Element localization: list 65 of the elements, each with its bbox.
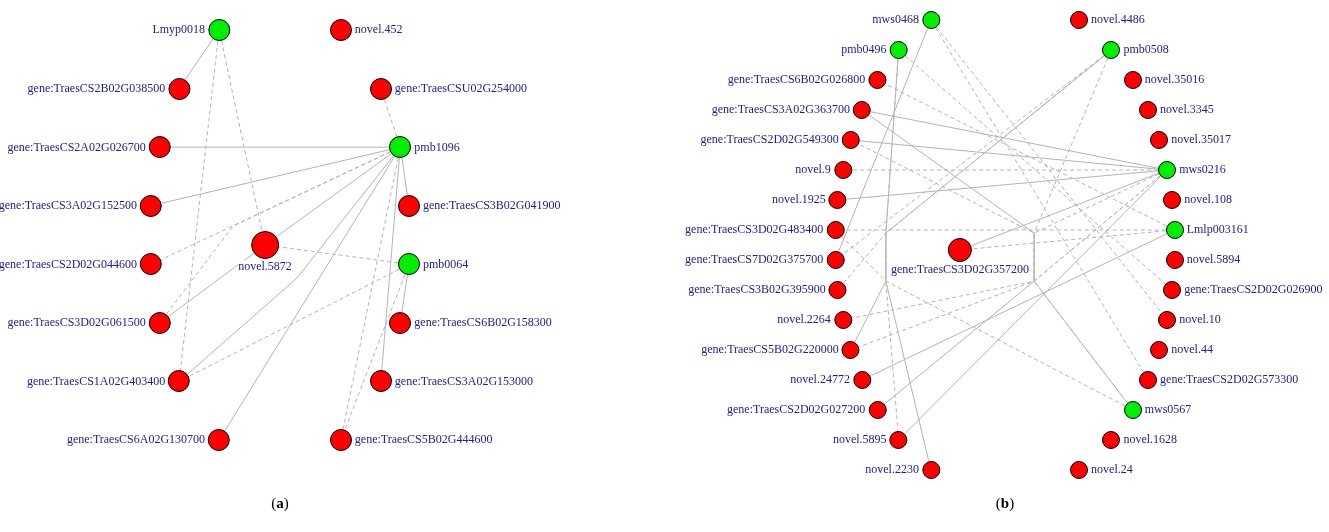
network-edge xyxy=(168,252,255,317)
node-label: gene:TraesCS1A02G403400 xyxy=(26,374,166,388)
node-label: gene:TraesCS3D02G483400 xyxy=(685,223,824,237)
node-label: gene:TraesCS3A02G153000 xyxy=(394,374,534,388)
network-edge xyxy=(851,173,1160,319)
network-edge xyxy=(381,157,400,371)
node-label: gene:TraesCS2D02G026900 xyxy=(1184,283,1323,297)
network-edge xyxy=(838,27,929,253)
node-label: Lmyp0018 xyxy=(152,23,206,37)
node-label: pmb0508 xyxy=(1123,43,1169,57)
network-edge xyxy=(220,40,263,232)
network-edge xyxy=(401,274,408,313)
network-edge xyxy=(186,155,394,375)
network-edge xyxy=(383,98,398,138)
node-label: pmb0064 xyxy=(422,257,469,271)
network-edge xyxy=(224,156,396,432)
network-edge xyxy=(275,153,392,238)
node-label: gene:TraesCSU02G254000 xyxy=(394,81,528,96)
node-label: gene:TraesCS3B02G395900 xyxy=(688,283,826,297)
network-edge xyxy=(851,169,1159,171)
network-edge xyxy=(344,274,406,431)
network-edge xyxy=(904,55,1166,285)
network-edge xyxy=(883,57,1109,405)
network-edge xyxy=(161,149,391,204)
network-edge xyxy=(401,157,408,196)
node-label: gene:TraesCS3D02G061500 xyxy=(7,316,146,330)
panel-caption: (a) xyxy=(271,495,289,512)
node-label: pmb0496 xyxy=(841,43,887,57)
node-label: gene:TraesCS3A02G363700 xyxy=(711,103,850,117)
network-edge xyxy=(885,58,899,432)
node-label: gene:TraesCS2A02G026700 xyxy=(7,140,146,154)
panel-caption: (b) xyxy=(995,495,1015,512)
node-label: gene:TraesCS2D02G549300 xyxy=(700,133,839,147)
network-edge xyxy=(970,172,1160,247)
network-edge xyxy=(342,157,399,430)
network-edge xyxy=(869,233,1168,377)
node-label: gene:TraesCS6B02G158300 xyxy=(414,316,552,330)
network-edge xyxy=(935,26,1163,314)
network-edge xyxy=(184,38,214,80)
network-edge xyxy=(854,55,1105,343)
node-label: Lmlp003161 xyxy=(1186,223,1249,237)
node-label: gene:TraesCS3B02G041900 xyxy=(422,199,561,213)
node-label: gene:TraesCS7D02G375700 xyxy=(685,253,824,267)
network-edge xyxy=(870,111,1159,169)
network-edge xyxy=(859,140,1159,170)
node-label: gene:TraesCS5B02G444600 xyxy=(354,433,493,447)
network-edge xyxy=(904,175,1162,435)
node-label: gene:TraesCS3A02G152500 xyxy=(0,199,138,213)
network-edge xyxy=(846,170,1159,200)
node-label: gene:TraesCS3D02G357200 xyxy=(890,263,1030,277)
network-edge xyxy=(971,230,1167,250)
node-label: gene:TraesCS5B02G220000 xyxy=(701,343,839,357)
network-edge xyxy=(935,27,1144,373)
node-label: gene:TraesCS2D02G027200 xyxy=(727,403,866,417)
network-edge xyxy=(188,268,400,377)
network-edge xyxy=(179,40,219,371)
node-label: gene:TraesCS6A02G130700 xyxy=(66,433,206,447)
network-edge xyxy=(841,235,1126,407)
network-edge xyxy=(160,151,391,261)
network-edge xyxy=(170,146,390,148)
node-label: gene:TraesCS2D02G573300 xyxy=(1160,373,1299,387)
node-label: pmb1096 xyxy=(414,140,460,154)
node-label: gene:TraesCS2B02G038500 xyxy=(27,81,166,96)
node-label: gene:TraesCS2D02G044600 xyxy=(0,257,138,271)
node-label: gene:TraesCS6B02G026800 xyxy=(727,73,866,87)
